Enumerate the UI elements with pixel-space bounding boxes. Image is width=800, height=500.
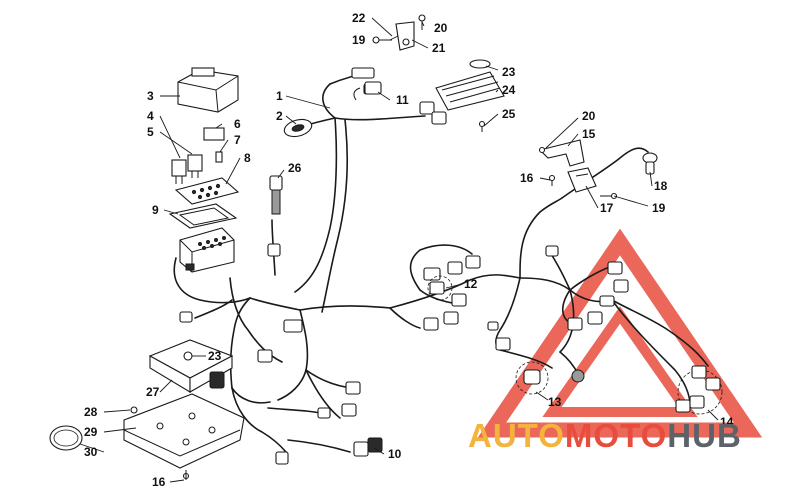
callout-2: 2 [276,109,283,123]
mounting-plate-part-29 [123,393,245,469]
watermark-part-moto: MOTO [565,417,667,454]
callout-4: 4 [147,109,154,123]
callout-5: 5 [147,125,154,139]
callout-22: 22 [352,11,366,25]
connectors-part-14 [675,365,723,415]
bracket-part-21 [395,21,415,51]
connectors-part-12 [423,255,481,331]
callout-25: 25 [502,107,516,121]
sensor-part-26 [267,175,283,257]
callout-19-top: 19 [352,33,366,47]
gasket-part-9 [168,203,238,229]
callout-21: 21 [432,41,446,55]
module-part-17 [567,167,597,193]
callout-12: 12 [464,277,478,291]
callout-20-right: 20 [582,109,596,123]
callout-9: 9 [152,203,159,217]
sensor-part-13 [515,361,585,395]
fuse-box-cover-part-3 [177,67,239,113]
connector-part-10 [353,437,383,457]
callout-19-right: 19 [652,201,666,215]
leader-lines [79,17,719,483]
callout-15: 15 [582,127,596,141]
connector-part-11 [364,81,382,95]
callout-1: 1 [276,89,283,103]
clamp-ring-part-30 [49,425,83,451]
callout-16-bracket: 16 [520,171,534,185]
rectifier-part-24 [419,59,505,125]
callout-27: 27 [146,385,160,399]
callout-13: 13 [548,395,562,409]
callout-labels: 1 2 3 4 5 6 7 8 9 10 11 12 13 14 15 16 1… [84,11,734,489]
callout-20-top: 20 [434,21,448,35]
callout-28: 28 [84,405,98,419]
callout-16-plate: 16 [152,475,166,489]
callout-29: 29 [84,425,98,439]
callout-7: 7 [234,133,241,147]
callout-14: 14 [720,415,734,429]
callout-11: 11 [396,93,409,107]
watermark-text: AUTOMOTOHUB [468,417,742,454]
ecu-part-27 [148,339,234,393]
callout-8: 8 [244,151,251,165]
callout-30: 30 [84,445,98,459]
callout-23-ecu: 23 [208,349,222,363]
grommet-part-2 [283,118,313,138]
fuses-part-8 [174,177,240,205]
callout-18: 18 [654,179,668,193]
callout-6: 6 [234,117,241,131]
misc-connectors [179,245,629,465]
watermark-triangle [477,228,763,438]
watermark-part-auto: AUTO [468,417,565,454]
relays-parts-4-5-6-7 [171,127,225,184]
callout-10: 10 [388,447,402,461]
watermark-part-hub: HUB [667,417,742,454]
callout-3: 3 [147,89,154,103]
plug-part-18 [642,152,658,175]
fasteners [130,14,618,480]
callout-26: 26 [288,161,302,175]
callout-23-top: 23 [502,65,516,79]
harness-wiring [173,71,709,453]
fuse-box-base [179,227,235,273]
callout-17: 17 [600,201,614,215]
bracket-part-15 [538,139,585,167]
callout-24: 24 [502,83,516,97]
